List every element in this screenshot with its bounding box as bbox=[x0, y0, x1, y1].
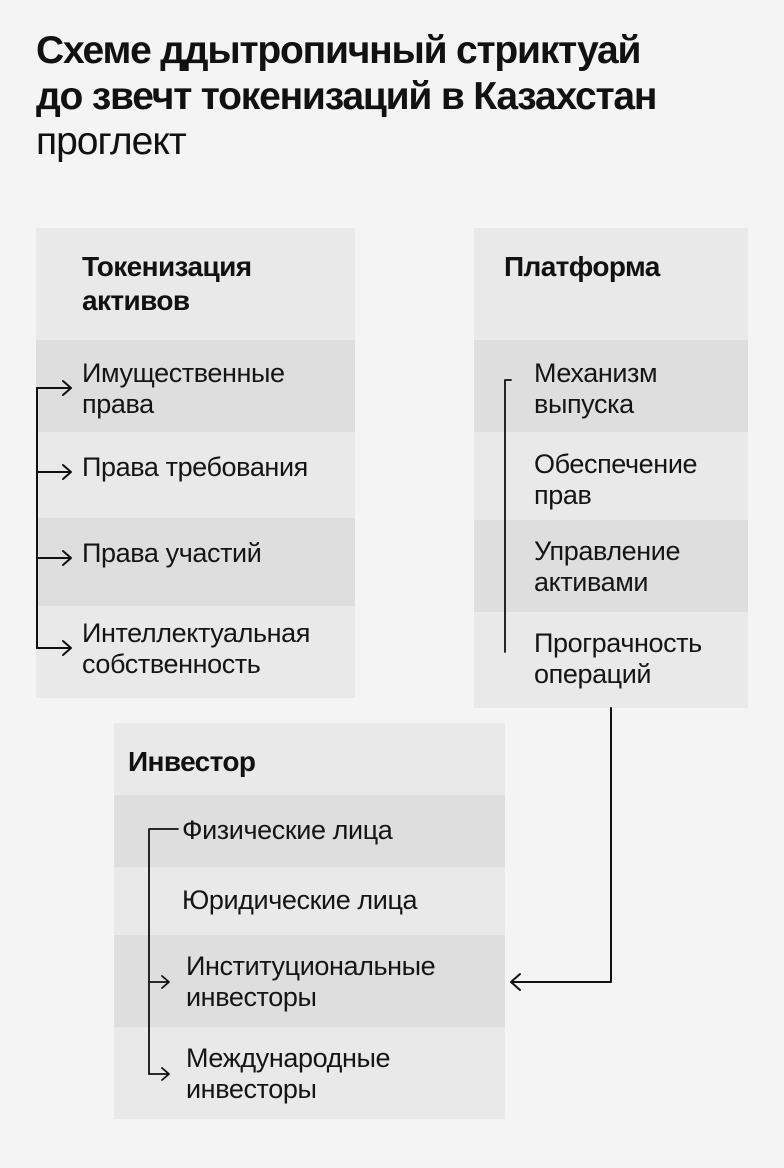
assets-item-3-line-1: Права участий bbox=[82, 538, 262, 568]
investor-item-4-line-2: инвесторы bbox=[186, 1074, 317, 1104]
platform-item-3-line-2: активами bbox=[534, 567, 649, 597]
investor-item-3-line-2: инвесторы bbox=[186, 982, 317, 1012]
assets-item-4-line-1: Интеллектуальная bbox=[82, 618, 310, 648]
investor-item-4: Международные инвесторы bbox=[186, 1043, 390, 1105]
investor-row-2: Юридические лица bbox=[114, 867, 505, 935]
platform-item-2-line-2: прав bbox=[534, 480, 592, 510]
investor-item-1: Физические лица bbox=[182, 815, 393, 846]
assets-item-4-line-2: собственность bbox=[82, 649, 261, 679]
assets-box: Токенизация активов Имущественные права … bbox=[36, 228, 355, 698]
platform-item-4: Програчность операций bbox=[534, 628, 702, 690]
assets-item-1-line-1: Имущественные bbox=[82, 358, 285, 388]
assets-row-2: Права требования bbox=[36, 432, 355, 518]
platform-item-2-line-1: Обеспечение bbox=[534, 449, 698, 479]
investor-item-4-line-1: Международные bbox=[186, 1043, 391, 1073]
title-line-2: до звечт токенизаций в Казахстан bbox=[36, 75, 657, 118]
subtitle: проглект bbox=[36, 120, 187, 163]
platform-row-3: Управление активами bbox=[474, 520, 748, 612]
assets-row-1: Имущественные права bbox=[36, 340, 355, 432]
platform-item-2: Обеспечение прав bbox=[534, 449, 698, 511]
platform-to-investor-line bbox=[511, 707, 612, 983]
investor-row-4: Международные инвесторы bbox=[114, 1027, 505, 1119]
assets-heading-line-1: Токенизация bbox=[82, 251, 252, 282]
title-block: Схеме ддытропичный стриктуай до звечт то… bbox=[36, 28, 756, 164]
platform-row-4: Програчность операций bbox=[474, 612, 748, 708]
platform-box: Платформа Механизм выпуска Обеспечение п… bbox=[474, 228, 748, 708]
platform-item-1: Механизм выпуска bbox=[534, 358, 658, 420]
investor-row-3: Институциональные инвесторы bbox=[114, 935, 505, 1027]
assets-item-1: Имущественные права bbox=[82, 358, 285, 420]
investor-item-2-line-1: Юридические лица bbox=[182, 885, 418, 915]
platform-item-3: Управление активами bbox=[534, 536, 681, 598]
platform-item-1-line-2: выпуска bbox=[534, 389, 634, 419]
investor-heading: Инвестор bbox=[128, 746, 256, 777]
investor-item-3: Институциональные инвесторы bbox=[186, 951, 436, 1013]
assets-item-2-line-1: Права требования bbox=[82, 452, 308, 482]
title-line-1: Схеме ддытропичный стриктуай bbox=[36, 29, 641, 72]
assets-item-4: Интеллектуальная собственность bbox=[82, 618, 310, 680]
platform-to-investor-arrowhead bbox=[510, 973, 521, 991]
assets-heading: Токенизация активов bbox=[82, 250, 252, 318]
platform-item-4-line-1: Програчность bbox=[534, 628, 702, 658]
platform-item-1-line-1: Механизм bbox=[534, 358, 658, 388]
assets-row-3: Права участий bbox=[36, 518, 355, 606]
investor-item-3-line-1: Институциональные bbox=[186, 951, 436, 981]
platform-item-3-line-1: Управление bbox=[534, 536, 681, 566]
investor-row-1: Физические лица bbox=[114, 795, 505, 867]
platform-heading: Платформа bbox=[504, 251, 660, 282]
assets-row-4: Интеллектуальная собственность bbox=[36, 606, 355, 698]
assets-item-3: Права участий bbox=[82, 538, 262, 569]
assets-heading-line-2: активов bbox=[82, 285, 190, 316]
investor-item-2: Юридические лица bbox=[182, 885, 418, 916]
investor-box: Инвестор Физические лица Юридические лиц… bbox=[114, 723, 505, 1119]
assets-item-1-line-2: права bbox=[82, 389, 154, 419]
assets-item-2: Права требования bbox=[82, 452, 308, 483]
investor-item-1-line-1: Физические лица bbox=[182, 815, 393, 845]
platform-item-4-line-2: операций bbox=[534, 659, 652, 689]
platform-row-2: Обеспечение прав bbox=[474, 432, 748, 520]
platform-row-1: Механизм выпуска bbox=[474, 340, 748, 432]
